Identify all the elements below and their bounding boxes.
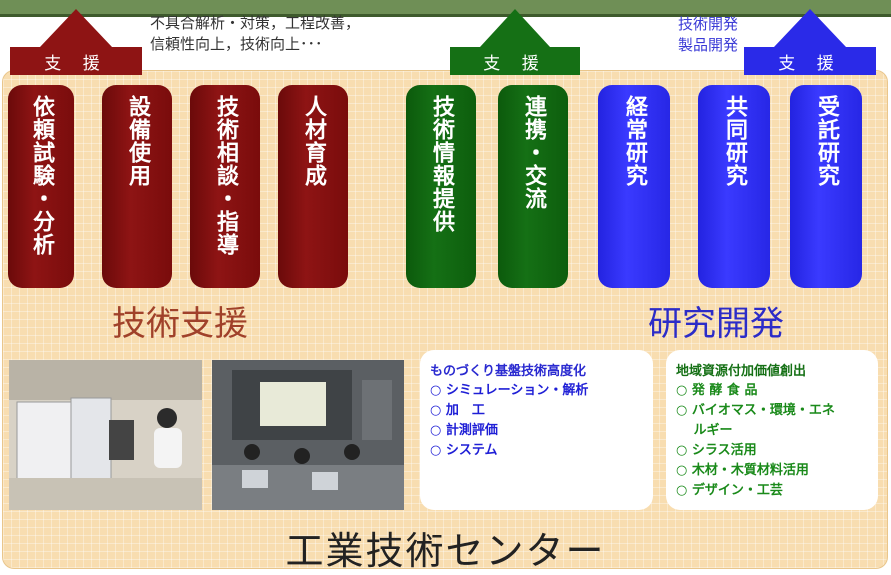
pill-collaboration: 連携・交流 bbox=[498, 85, 568, 288]
training-seminar-photo bbox=[212, 360, 404, 510]
pill-label: 依頼試験・分析 bbox=[29, 95, 54, 256]
category-research: 研究開発 bbox=[648, 304, 784, 344]
pill-label: 連携・交流 bbox=[521, 95, 546, 210]
research-description-line: 製品開発 bbox=[677, 36, 738, 54]
list-item: ○ シラス活用 bbox=[676, 443, 757, 458]
pill-testing-analysis: 依頼試験・分析 bbox=[8, 85, 74, 288]
box-title: ものづくり基盤技術高度化 bbox=[430, 364, 587, 379]
pill-consultation: 技術相談・指導 bbox=[190, 85, 260, 288]
pill-joint-research: 共同研究 bbox=[698, 85, 770, 288]
box-list: ○ シミュレーション・解析 ○ 加 工 ○ 計測評価 ○ システム bbox=[420, 381, 653, 461]
box-list: ○ 発 酵 食 品 ○ バイオマス・環境・エネ ルギー ○ シラス活用 ○ 木材… bbox=[666, 381, 878, 501]
support-arrow-red: 支 援 bbox=[10, 7, 142, 75]
center-name: 工業技術センター bbox=[285, 529, 606, 573]
support-description-line: 不具合解析・対策，工程改善， bbox=[150, 14, 361, 32]
list-item: ルギー bbox=[676, 423, 733, 438]
list-item: ○ バイオマス・環境・エネ bbox=[676, 403, 835, 418]
pill-label: 共同研究 bbox=[722, 95, 747, 187]
list-item: ○ 計測評価 bbox=[430, 423, 498, 438]
category-tech-support: 技術支援 bbox=[112, 304, 248, 344]
pill-contract-research: 受託研究 bbox=[790, 85, 862, 288]
research-description-line: 技術開発 bbox=[677, 15, 738, 33]
support-label: 支 援 bbox=[778, 54, 842, 74]
list-item: ○ シミュレーション・解析 bbox=[430, 383, 589, 398]
list-item: ○ 木材・木質材料活用 bbox=[676, 463, 809, 478]
support-description-line: 信頼性向上，技術向上･･･ bbox=[150, 35, 323, 53]
support-arrow-blue: 支 援 bbox=[744, 7, 876, 75]
pill-label: 技術情報提供 bbox=[429, 95, 454, 233]
support-label: 支 援 bbox=[483, 54, 547, 74]
list-item: ○ 加 工 bbox=[430, 403, 485, 418]
box-regional-resources: 地域資源付加価値創出 ○ 発 酵 食 品 ○ バイオマス・環境・エネ ルギー ○… bbox=[666, 350, 878, 510]
list-item: ○ システム bbox=[430, 443, 498, 458]
list-item: ○ 発 酵 食 品 bbox=[676, 383, 758, 398]
research-description: 技術開発 製品開発 bbox=[640, 14, 738, 56]
lab-analysis-photo bbox=[9, 360, 202, 510]
support-description: 不具合解析・対策，工程改善， 信頼性向上，技術向上･･･ bbox=[150, 13, 360, 55]
pill-training: 人材育成 bbox=[278, 85, 348, 288]
support-label: 支 援 bbox=[44, 54, 108, 74]
box-title: 地域資源付加価値創出 bbox=[676, 364, 807, 379]
pill-label: 設備使用 bbox=[125, 95, 150, 187]
pill-equipment-use: 設備使用 bbox=[102, 85, 172, 288]
pill-label: 人材育成 bbox=[301, 95, 326, 187]
box-manufacturing: ものづくり基盤技術高度化 ○ シミュレーション・解析 ○ 加 工 ○ 計測評価 … bbox=[420, 350, 653, 510]
pill-tech-info: 技術情報提供 bbox=[406, 85, 476, 288]
pill-regular-research: 経常研究 bbox=[598, 85, 670, 288]
list-item: ○ デザイン・工芸 bbox=[676, 483, 783, 498]
top-border bbox=[0, 0, 891, 17]
pill-label: 経常研究 bbox=[622, 95, 647, 187]
pill-label: 受託研究 bbox=[814, 95, 839, 187]
support-arrow-green: 支 援 bbox=[450, 7, 580, 75]
pill-label: 技術相談・指導 bbox=[213, 95, 238, 256]
